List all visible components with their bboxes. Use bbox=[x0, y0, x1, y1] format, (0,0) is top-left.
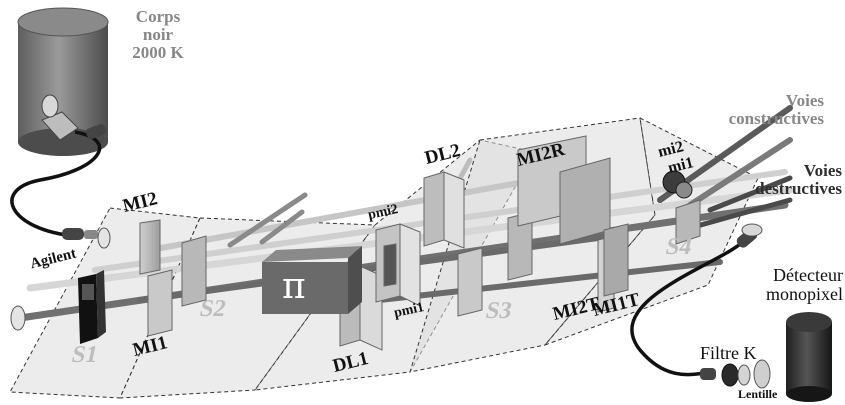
corps-line-2: noir bbox=[112, 26, 204, 44]
voies-d-line-1: Voies bbox=[732, 162, 842, 180]
filtre-label: Filtre K bbox=[700, 344, 757, 362]
detecteur-line-2: monopixel bbox=[728, 285, 843, 304]
voies-c-line-1: Voies bbox=[704, 92, 824, 110]
mi1t-plate bbox=[604, 224, 628, 296]
lentille-icon bbox=[754, 360, 770, 388]
corps-noir-label: Corps noir 2000 K bbox=[112, 8, 204, 62]
voies-destructives-label: Voies destructives bbox=[732, 162, 842, 198]
agilent-element bbox=[78, 270, 106, 344]
pi-label: π bbox=[282, 266, 306, 307]
lentille-label: Lentille bbox=[738, 388, 777, 400]
filtre-icon bbox=[722, 364, 738, 386]
dl2-block bbox=[424, 172, 444, 246]
mi1-plate bbox=[148, 270, 172, 336]
detecteur-line-1: Détecteur bbox=[728, 266, 843, 285]
voies-d-line-2: destructives bbox=[732, 180, 842, 198]
corps-line-3: 2000 K bbox=[112, 44, 204, 62]
corps-line-1: Corps bbox=[112, 8, 204, 26]
mi2-plate bbox=[140, 220, 160, 274]
pi-phase-box bbox=[262, 246, 362, 314]
voies-constructives-label: Voies constructives bbox=[704, 92, 824, 128]
detecteur-label: Détecteur monopixel bbox=[728, 266, 843, 304]
voies-c-line-2: constructives bbox=[704, 110, 824, 128]
